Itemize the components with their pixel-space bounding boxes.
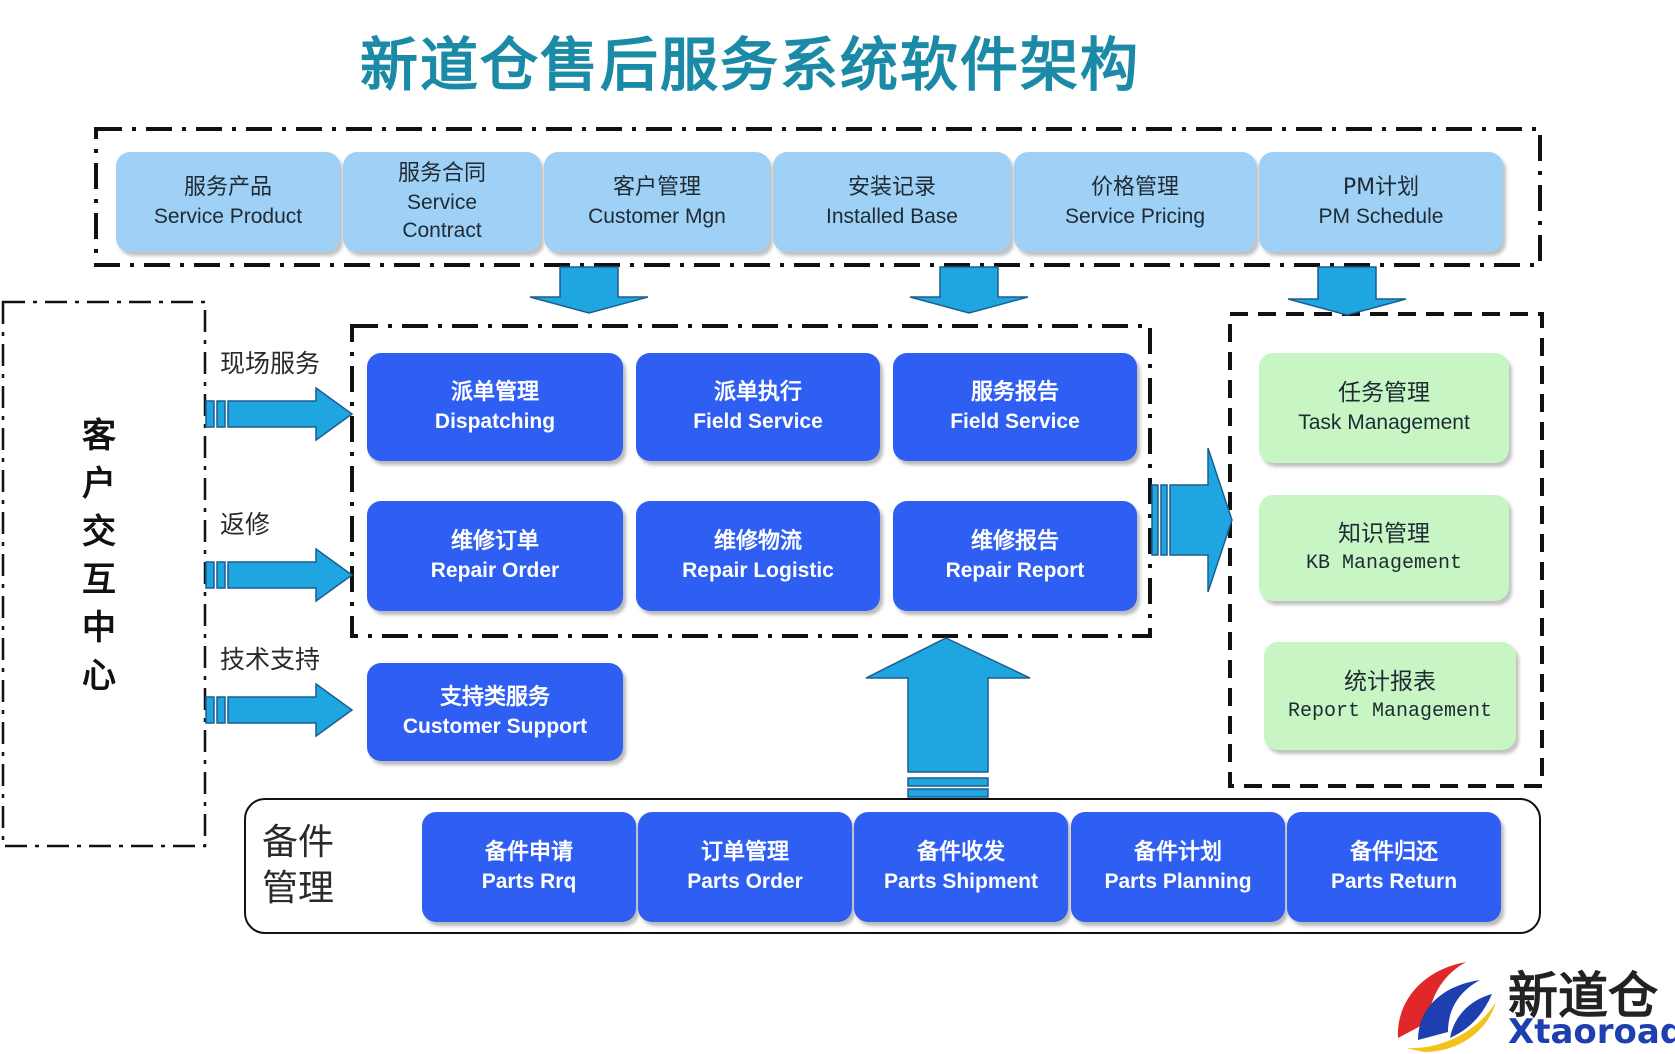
box-title-zh: 支持类服务 (439, 684, 550, 710)
box-title-en: Parts Planning (1104, 869, 1252, 893)
down-arrow-3 (1287, 266, 1407, 316)
installed-base-box[interactable]: 安装记录 Installed Base (773, 152, 1011, 252)
box-title-en: Repair Report (945, 558, 1085, 582)
right-arrow-field (205, 386, 354, 442)
up-arrow-spares (865, 637, 1031, 798)
box-title-zh: 知识管理 (1338, 520, 1430, 547)
customer-mgn-box[interactable]: 客户管理 Customer Mgn (544, 152, 770, 252)
box-title-zh: 价格管理 (1090, 174, 1179, 200)
box-title-en: Parts Order (687, 869, 803, 893)
box-title-zh: 服务产品 (183, 174, 272, 200)
right-arrow-to-management (1151, 447, 1233, 593)
service-frame (350, 324, 1152, 638)
report-management-box[interactable]: 统计报表 Report Management (1264, 642, 1516, 750)
box-title-en: Customer Mgn (588, 204, 726, 228)
box-title-zh: 安装记录 (847, 174, 936, 200)
box-title-en: Repair Order (430, 558, 560, 582)
box-title-zh: PM计划 (1342, 174, 1420, 200)
customer-center-char: 互 (82, 560, 116, 600)
box-title-en: Repair Logistic (682, 558, 834, 582)
box-title-en: Parts Rrq (481, 869, 577, 893)
field-service-execution-box[interactable]: 派单执行 Field Service (636, 353, 880, 461)
service-pricing-box[interactable]: 价格管理 Service Pricing (1014, 152, 1256, 252)
box-title-en: Task Management (1298, 411, 1470, 435)
down-arrow-2 (909, 266, 1029, 314)
box-title-en: Service Contract (402, 190, 482, 242)
box-title-zh: 客户管理 (612, 174, 701, 200)
box-title-zh: 维修报告 (970, 528, 1059, 554)
box-title-en: Service Pricing (1064, 204, 1206, 228)
customer-center-char: 交 (82, 512, 116, 552)
box-title-en: Report Management (1287, 700, 1493, 724)
box-title-en: Dispatching (434, 409, 556, 433)
service-contract-box[interactable]: 服务合同 Service Contract (343, 152, 541, 252)
task-management-box[interactable]: 任务管理 Task Management (1259, 353, 1509, 463)
right-arrow-support (205, 682, 354, 738)
parts-order-box[interactable]: 订单管理 Parts Order (638, 812, 852, 922)
down-arrow-1 (529, 266, 649, 314)
box-title-en: Parts Shipment (883, 869, 1039, 893)
spares-frame (244, 798, 1541, 934)
box-title-en: Customer Support (402, 714, 588, 738)
top-modules-frame (94, 127, 1542, 267)
channel-label-field: 现场服务 (220, 349, 321, 378)
box-title-zh: 备件收发 (916, 839, 1005, 865)
box-title-zh: 服务合同 (397, 160, 486, 186)
box-title-en: KB Management (1305, 552, 1463, 576)
customer-center-char: 客 (82, 416, 116, 456)
box-title-zh: 服务报告 (970, 379, 1059, 405)
box-title-zh: 订单管理 (700, 839, 789, 865)
spares-label-line: 管理 (262, 868, 335, 909)
kb-management-box[interactable]: 知识管理 KB Management (1259, 495, 1509, 601)
box-title-zh: 任务管理 (1338, 380, 1430, 407)
page-title: 新道仓售后服务系统软件架构 (360, 31, 1141, 99)
repair-report-box[interactable]: 维修报告 Repair Report (893, 501, 1137, 611)
box-title-zh: 备件申请 (484, 839, 573, 865)
logo-text-en: Xtaoroad (1508, 1012, 1675, 1052)
box-title-zh: 维修订单 (450, 528, 539, 554)
customer-center-char: 中 (82, 608, 116, 648)
box-title-en: Field Service (693, 409, 823, 433)
repair-logistic-box[interactable]: 维修物流 Repair Logistic (636, 501, 880, 611)
service-product-box[interactable]: 服务产品 Service Product (116, 152, 340, 252)
box-title-zh: 备件计划 (1133, 839, 1222, 865)
spares-label-line: 备件 (262, 822, 335, 863)
box-title-en: Field Service (950, 409, 1080, 433)
box-title-en: Service Product (153, 204, 303, 228)
right-arrow-repair (205, 547, 354, 603)
box-title-en: Parts Return (1330, 869, 1458, 893)
customer-center-label: 客 户 交 互 中 心 (79, 412, 119, 700)
parts-request-box[interactable]: 备件申请 Parts Rrq (422, 812, 636, 922)
parts-shipment-box[interactable]: 备件收发 Parts Shipment (854, 812, 1068, 922)
dispatching-box[interactable]: 派单管理 Dispatching (367, 353, 623, 461)
box-title-zh: 维修物流 (713, 528, 802, 554)
customer-center-frame (1, 300, 207, 848)
right-frame (1228, 312, 1544, 788)
parts-return-box[interactable]: 备件归还 Parts Return (1287, 812, 1501, 922)
channel-label-support: 技术支持 (220, 645, 321, 674)
customer-center-char: 心 (82, 656, 116, 696)
logo-mark-icon (1397, 962, 1496, 1052)
repair-order-box[interactable]: 维修订单 Repair Order (367, 501, 623, 611)
customer-center-char: 户 (82, 464, 116, 504)
spares-label: 备件 管理 (262, 820, 334, 912)
channel-label-repair: 返修 (220, 510, 271, 539)
box-title-en: PM Schedule (1318, 204, 1444, 228)
box-title-zh: 统计报表 (1344, 668, 1436, 695)
field-service-report-box[interactable]: 服务报告 Field Service (893, 353, 1137, 461)
box-title-zh: 派单管理 (450, 379, 539, 405)
box-title-zh: 派单执行 (713, 379, 802, 405)
box-title-en: Installed Base (826, 204, 958, 228)
pm-schedule-box[interactable]: PM计划 PM Schedule (1259, 152, 1503, 252)
box-title-zh: 备件归还 (1349, 839, 1438, 865)
customer-support-box[interactable]: 支持类服务 Customer Support (367, 663, 623, 761)
logo-text-zh: 新道仓 (1508, 967, 1658, 1025)
parts-planning-box[interactable]: 备件计划 Parts Planning (1071, 812, 1285, 922)
